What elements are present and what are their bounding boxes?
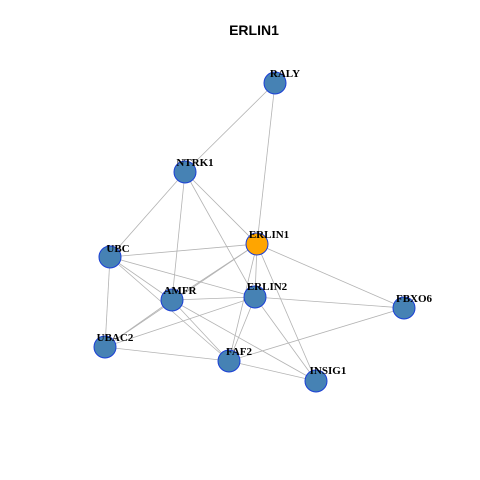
graph-title: ERLIN1 (229, 22, 279, 38)
edge-amfr-ubac2 (104, 299, 173, 348)
edges-layer (104, 82, 405, 382)
edge-ntrk1-erlin1 (184, 171, 258, 245)
node-label: AMFR (164, 285, 198, 297)
edge-faf2-insig1 (228, 360, 317, 382)
node-label: UBC (106, 243, 129, 255)
node-circle[interactable] (263, 71, 287, 95)
node-circle[interactable] (160, 288, 184, 312)
edge-ntrk1-ubc (109, 171, 186, 258)
node-erlin2[interactable]: ERLIN2 (243, 281, 288, 309)
node-circle[interactable] (304, 369, 328, 393)
node-circle[interactable] (243, 285, 267, 309)
edge-erlin1-fbxo6 (256, 243, 405, 309)
node-ubac2[interactable]: UBAC2 (93, 332, 134, 359)
node-label: RALY (270, 68, 300, 80)
node-ubc[interactable]: UBC (98, 243, 130, 269)
edge-raly-ntrk1 (184, 82, 276, 173)
node-faf2[interactable]: FAF2 (217, 346, 253, 373)
edge-ubac2-faf2 (104, 346, 230, 362)
node-circle[interactable] (245, 232, 269, 256)
edge-raly-erlin1 (256, 82, 276, 245)
edge-erlin2-faf2 (228, 296, 256, 362)
edge-ntrk1-erlin2 (184, 171, 256, 298)
node-label: ERLIN1 (249, 229, 289, 241)
edge-fbxo6-faf2 (228, 307, 405, 362)
edge-ubc-ubac2 (104, 256, 111, 348)
node-amfr[interactable]: AMFR (160, 285, 198, 312)
node-circle[interactable] (173, 160, 197, 184)
node-label: NTRK1 (176, 157, 213, 169)
edge-erlin2-ubac2 (104, 296, 256, 348)
node-insig1[interactable]: INSIG1 (304, 365, 347, 393)
edge-amfr-faf2 (171, 299, 230, 362)
edge-ntrk1-amfr (171, 171, 186, 301)
node-erlin1[interactable]: ERLIN1 (245, 229, 289, 256)
node-label: INSIG1 (310, 365, 347, 377)
edge-erlin1-insig1 (256, 243, 317, 382)
edge-ubc-erlin2 (109, 256, 256, 298)
node-label: FBXO6 (396, 293, 433, 305)
node-circle[interactable] (93, 335, 117, 359)
edge-ubc-erlin1 (109, 243, 258, 258)
edge-amfr-erlin2 (171, 296, 256, 301)
edge-erlin2-insig1 (254, 296, 317, 382)
node-label: FAF2 (226, 346, 253, 358)
edge-amfr-insig1 (171, 299, 317, 382)
node-circle[interactable] (217, 349, 241, 373)
node-circle[interactable] (392, 296, 416, 320)
node-fbxo6[interactable]: FBXO6 (392, 293, 433, 320)
node-label: UBAC2 (97, 332, 134, 344)
edge-erlin1-faf2 (228, 243, 258, 362)
node-circle[interactable] (98, 245, 122, 269)
node-ntrk1[interactable]: NTRK1 (173, 157, 214, 184)
node-label: ERLIN2 (247, 281, 288, 293)
edge-ubc-amfr (109, 256, 173, 301)
edge-erlin2-fbxo6 (254, 296, 405, 309)
node-raly[interactable]: RALY (263, 68, 300, 95)
